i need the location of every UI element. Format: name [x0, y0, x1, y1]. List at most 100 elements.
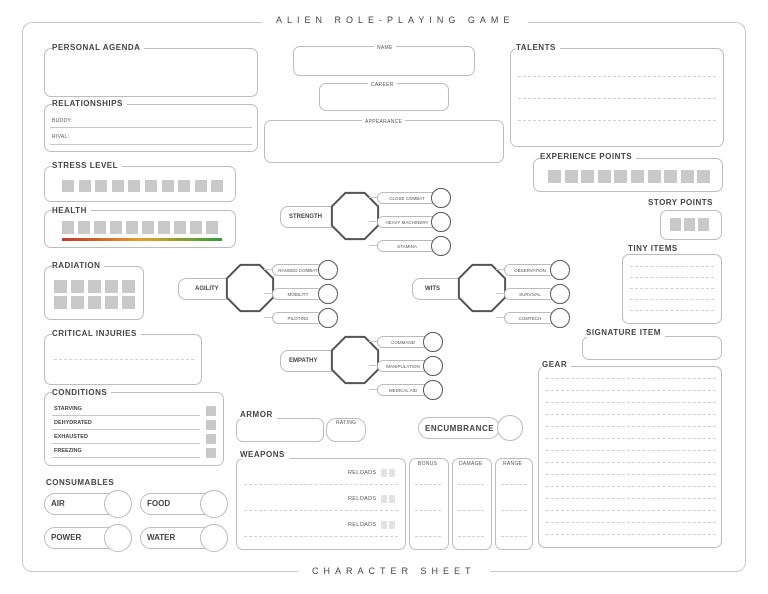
condition-checkbox[interactable] — [206, 434, 216, 444]
personal-agenda-box[interactable] — [44, 48, 258, 97]
reloads-box[interactable] — [389, 495, 395, 503]
xp-box[interactable] — [647, 170, 661, 183]
radiation-box-square[interactable] — [54, 280, 67, 293]
skill-ranged-combat-circle[interactable] — [318, 260, 338, 280]
skill-medical-aid-circle[interactable] — [423, 380, 443, 400]
buddy-field[interactable] — [50, 127, 252, 128]
xp-box[interactable] — [564, 170, 578, 183]
stress-box[interactable] — [111, 180, 124, 192]
story-point-box[interactable] — [684, 218, 695, 231]
gear-line — [546, 498, 716, 499]
armor-box[interactable] — [236, 418, 324, 442]
stress-box[interactable] — [95, 180, 108, 192]
stress-box[interactable] — [161, 180, 174, 192]
radiation-box-square[interactable] — [71, 280, 84, 293]
xp-box[interactable] — [548, 170, 561, 183]
reloads-box[interactable] — [389, 469, 395, 477]
reloads-box[interactable] — [381, 469, 387, 477]
xp-box[interactable] — [614, 170, 628, 183]
consumable-label: POWER — [51, 533, 82, 542]
tiny-items-box[interactable] — [622, 254, 722, 324]
xp-box[interactable] — [581, 170, 595, 183]
appearance-field[interactable] — [264, 120, 504, 163]
skill-survival-circle[interactable] — [550, 284, 570, 304]
consumable-circle[interactable] — [104, 490, 132, 518]
skill-connector — [369, 197, 379, 198]
radiation-box-square[interactable] — [54, 296, 67, 309]
stress-box[interactable] — [62, 180, 74, 192]
reloads-box[interactable] — [389, 521, 395, 529]
health-box-square[interactable] — [78, 221, 90, 234]
attribute-wits-octagon[interactable] — [456, 262, 508, 314]
health-box-square[interactable] — [158, 221, 170, 234]
stress-box[interactable] — [211, 180, 224, 192]
consumable-circle[interactable] — [200, 490, 228, 518]
radiation-box-square[interactable] — [88, 296, 101, 309]
range-column[interactable] — [495, 458, 533, 550]
skill-heavy-machinery-circle[interactable] — [431, 212, 451, 232]
skill-comtech-circle[interactable] — [550, 308, 570, 328]
health-box-square[interactable] — [174, 221, 186, 234]
attribute-empathy-octagon[interactable] — [329, 334, 381, 386]
health-box-square[interactable] — [62, 221, 74, 234]
reloads-box[interactable] — [381, 521, 387, 529]
condition-checkbox[interactable] — [206, 406, 216, 416]
attribute-agility-octagon[interactable] — [224, 262, 276, 314]
conditions-label: CONDITIONS — [52, 388, 112, 397]
skill-observation-label: OBSERVATION — [504, 264, 556, 276]
condition-checkbox[interactable] — [206, 420, 216, 430]
xp-box[interactable] — [597, 170, 611, 183]
story-point-box[interactable] — [698, 218, 709, 231]
stress-box[interactable] — [178, 180, 191, 192]
skill-manipulation-circle[interactable] — [423, 356, 443, 376]
xp-box[interactable] — [697, 170, 711, 183]
radiation-box-square[interactable] — [105, 296, 118, 309]
skill-observation-circle[interactable] — [550, 260, 570, 280]
skill-close-combat-circle[interactable] — [431, 188, 451, 208]
skill-command-circle[interactable] — [423, 332, 443, 352]
health-box-square[interactable] — [110, 221, 122, 234]
radiation-box-square[interactable] — [122, 296, 135, 309]
radiation-box-square[interactable] — [105, 280, 118, 293]
stress-box[interactable] — [194, 180, 207, 192]
encumbrance-circle[interactable] — [497, 415, 523, 441]
gear-line — [546, 414, 716, 415]
weapons-label: WEAPONS — [240, 450, 289, 459]
stress-box[interactable] — [145, 180, 157, 192]
consumable-label: WATER — [147, 533, 176, 542]
armor-rating-box[interactable] — [326, 418, 366, 442]
xp-box[interactable] — [631, 170, 644, 183]
consumable-circle[interactable] — [200, 524, 228, 552]
xp-box[interactable] — [664, 170, 678, 183]
gear-box[interactable] — [538, 366, 722, 548]
weapon-stat-line — [501, 484, 527, 485]
health-box-square[interactable] — [126, 221, 138, 234]
health-box-square[interactable] — [206, 221, 218, 234]
health-box-square[interactable] — [190, 221, 202, 234]
rival-field[interactable] — [50, 144, 252, 145]
damage-column[interactable] — [452, 458, 492, 550]
radiation-box-square[interactable] — [71, 296, 84, 309]
talents-box[interactable] — [510, 48, 724, 147]
reloads-box[interactable] — [381, 495, 387, 503]
skill-stamina-circle[interactable] — [431, 236, 451, 256]
skill-piloting-circle[interactable] — [318, 308, 338, 328]
health-box-square[interactable] — [94, 221, 106, 234]
condition-checkbox[interactable] — [206, 448, 216, 458]
weapons-box — [236, 458, 406, 550]
consumable-circle[interactable] — [104, 524, 132, 552]
radiation-box-square[interactable] — [88, 280, 101, 293]
stress-box[interactable] — [78, 180, 91, 192]
story-point-box[interactable] — [670, 218, 681, 231]
skill-medical-aid-label: MEDICAL AID — [377, 384, 429, 396]
xp-box[interactable] — [680, 170, 694, 183]
experience-points-label: EXPERIENCE POINTS — [540, 152, 637, 161]
stress-box[interactable] — [128, 180, 141, 192]
radiation-box-square[interactable] — [122, 280, 135, 293]
gear-line — [546, 510, 716, 511]
bonus-column[interactable] — [409, 458, 449, 550]
attribute-strength-octagon[interactable] — [329, 190, 381, 242]
signature-item-box[interactable] — [582, 336, 722, 360]
skill-mobility-circle[interactable] — [318, 284, 338, 304]
health-box-square[interactable] — [142, 221, 154, 234]
